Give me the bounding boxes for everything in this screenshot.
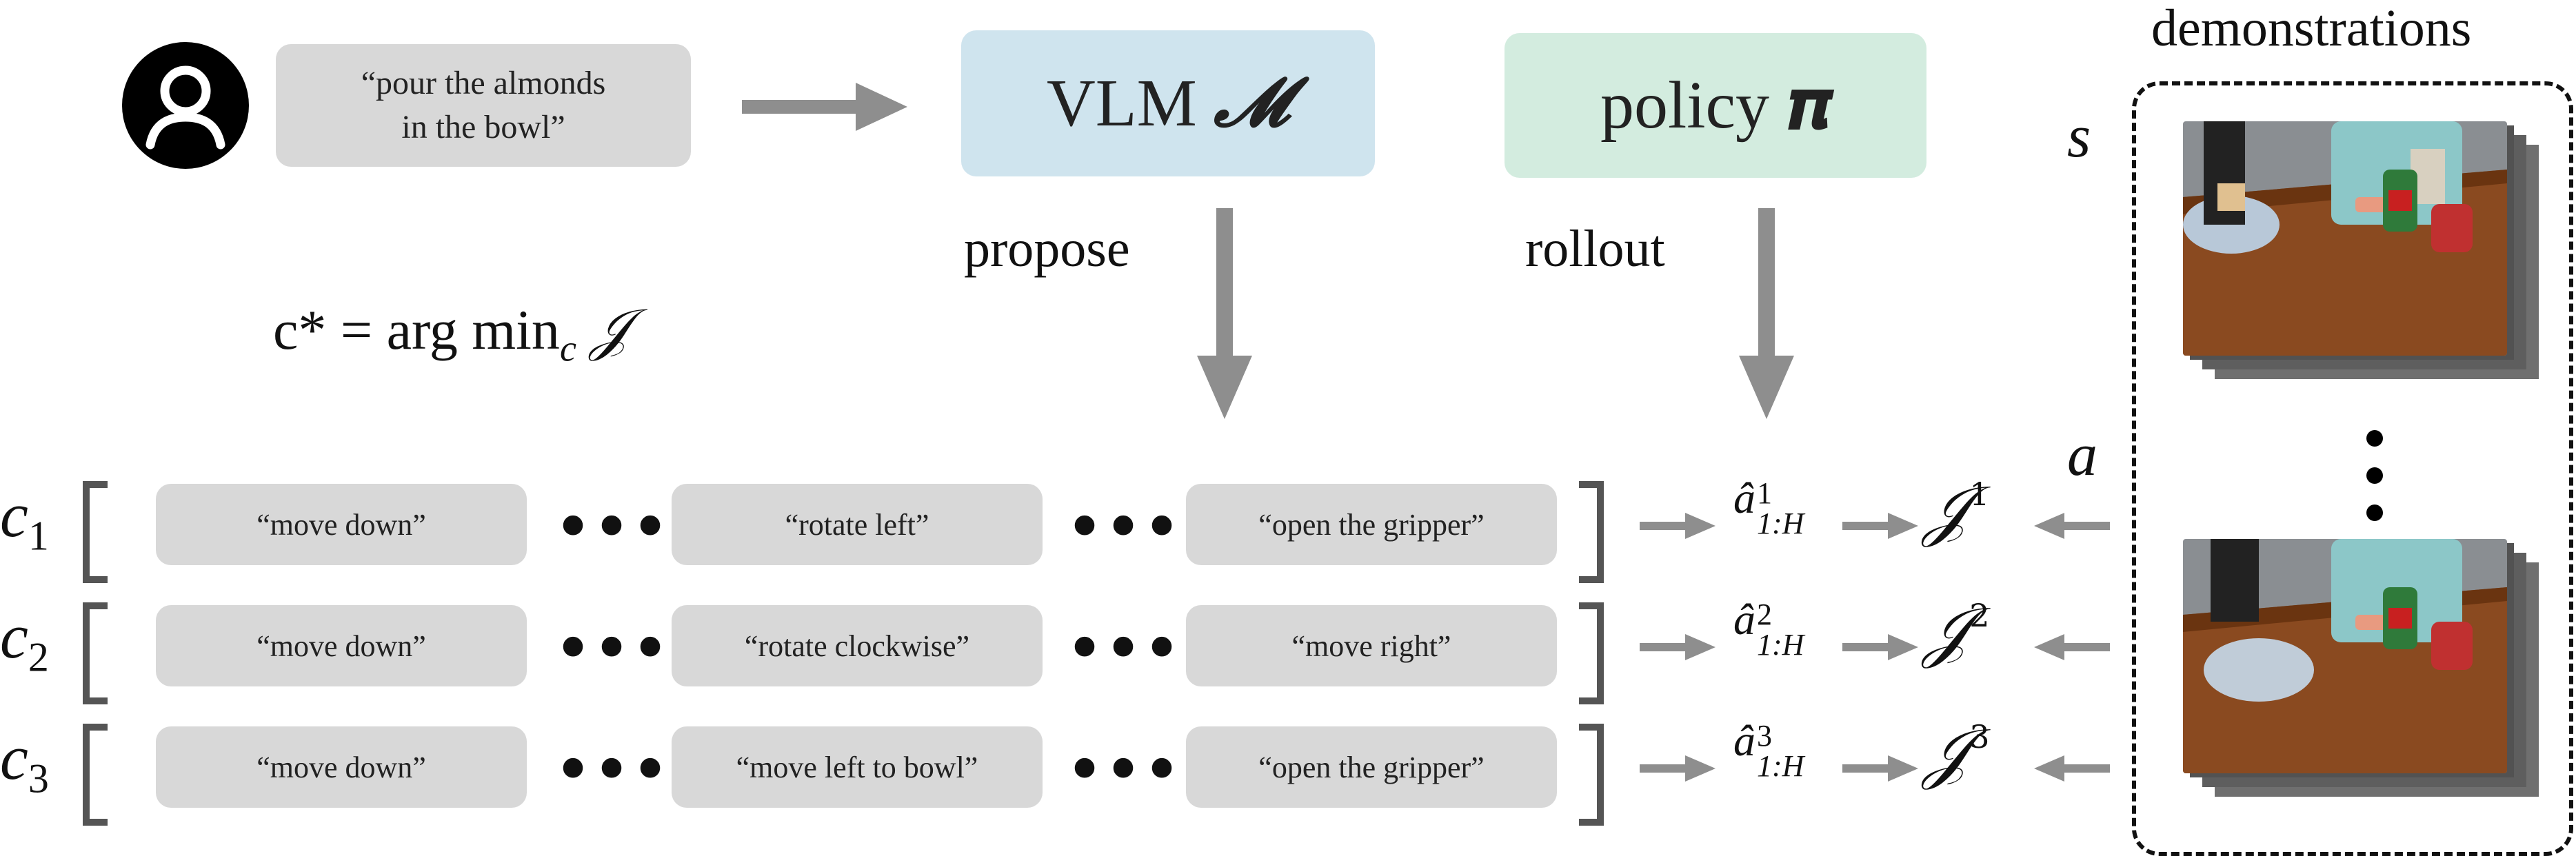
vlm-symbol: 𝓜 (1214, 65, 1290, 141)
candidate-letter: c (0, 480, 28, 550)
right-bracket (1579, 602, 1604, 704)
objective-formula: c* = arg minc 𝒥 (273, 298, 630, 369)
action-label: a (2067, 422, 2097, 489)
ahat-sub: 1:H (1757, 628, 1804, 662)
command-pill: “move down” (156, 726, 527, 808)
command-pill: “move down” (156, 605, 527, 686)
ahat-letter: â (1733, 716, 1755, 765)
policy-label: policy (1600, 68, 1769, 143)
rollout-result-arrow (1640, 755, 1715, 782)
ahat-sup: 1 (1757, 476, 1772, 510)
candidate-label: c1 (0, 478, 49, 560)
cost-letter: 𝒥 (1924, 714, 1970, 791)
vertical-ellipsis-icon (2366, 430, 2383, 521)
state-label: s (2067, 103, 2091, 170)
left-bracket (83, 481, 108, 583)
objective-sub: c (559, 327, 576, 369)
vlm-label: VLM (1046, 66, 1197, 141)
cost-symbol: 𝒥3 (1924, 714, 1990, 793)
command-pill: “rotate left” (672, 484, 1043, 565)
demo-arrow (2034, 513, 2110, 539)
cost-symbol: 𝒥1 (1924, 471, 1990, 550)
candidate-label: c3 (0, 721, 49, 802)
ellipsis-dots: ••• (1070, 600, 1187, 692)
candidate-label: c2 (0, 600, 49, 681)
command-pill: “open the gripper” (1186, 484, 1557, 565)
command-text: “move down” (256, 629, 426, 663)
command-pill: “move down” (156, 484, 527, 565)
cost-index: 2 (1969, 597, 1990, 634)
demonstrations-box (2132, 81, 2573, 856)
left-bracket (83, 602, 108, 704)
rollout-arrow (1739, 208, 1794, 419)
demo-image-state (2183, 121, 2507, 356)
ahat-letter: â (1733, 473, 1755, 522)
cost-letter: 𝒥 (1924, 471, 1970, 549)
command-text: “open the gripper” (1258, 750, 1485, 784)
command-pill: “rotate clockwise” (672, 605, 1043, 686)
command-text: “move right” (1291, 629, 1451, 663)
candidate-letter: c (0, 722, 28, 793)
command-pill: “move right” (1186, 605, 1557, 686)
ahat-sub: 1:H (1757, 749, 1804, 783)
propose-arrow (1197, 208, 1252, 419)
vlm-box: VLM 𝓜 (961, 30, 1375, 176)
cost-arrow (1842, 513, 1918, 539)
command-text: “move down” (256, 507, 426, 542)
ahat-sup: 3 (1757, 719, 1772, 753)
propose-label: propose (964, 220, 1130, 278)
command-pill: “open the gripper” (1186, 726, 1557, 808)
cost-letter: 𝒥 (1924, 593, 1970, 670)
candidate-letter: c (0, 601, 28, 671)
cost-arrow (1842, 755, 1918, 782)
ahat-sub: 1:H (1757, 507, 1804, 540)
demo-arrow (2034, 634, 2110, 660)
instruction-box: “pour the almonds in the bowl” (276, 44, 691, 167)
cost-index: 1 (1969, 476, 1990, 513)
candidate-index: 1 (28, 513, 49, 559)
ellipsis-dots: ••• (559, 722, 675, 813)
objective-rhs: 𝒥 (590, 298, 630, 361)
cost-symbol: 𝒥2 (1924, 593, 1990, 671)
ellipsis-dots: ••• (1070, 479, 1187, 571)
command-text: “move down” (256, 750, 426, 784)
ellipsis-dots: ••• (559, 600, 675, 692)
instruction-line-1: “pour the almonds (361, 65, 606, 101)
candidate-index: 3 (28, 755, 49, 802)
ellipsis-dots: ••• (559, 479, 675, 571)
rollout-result-arrow (1640, 513, 1715, 539)
instruction-line-2: in the bowl” (401, 109, 565, 145)
ellipsis-dots: ••• (1070, 722, 1187, 813)
rollout-label: rollout (1525, 220, 1665, 278)
candidate-index: 2 (28, 634, 49, 680)
policy-symbol: 𝝅 (1786, 68, 1831, 143)
command-pill: “move left to bowl” (672, 726, 1043, 808)
left-bracket (83, 724, 108, 826)
command-text: “rotate left” (785, 507, 929, 542)
right-bracket (1579, 481, 1604, 583)
command-text: “open the gripper” (1258, 507, 1485, 542)
demo-image-final (2183, 539, 2507, 773)
objective-lhs: c* = arg min (273, 298, 560, 361)
policy-box: policy 𝝅 (1505, 33, 1926, 178)
demo-arrow (2034, 755, 2110, 782)
cost-arrow (1842, 634, 1918, 660)
rollout-result-arrow (1640, 634, 1715, 660)
ahat-letter: â (1733, 595, 1755, 644)
right-bracket (1579, 724, 1604, 826)
instruction-arrow (742, 83, 907, 131)
command-text: “move left to bowl” (736, 750, 978, 784)
ahat-sup: 2 (1757, 598, 1772, 631)
user-icon (122, 42, 249, 169)
cost-index: 3 (1969, 718, 1990, 755)
command-text: “rotate clockwise” (744, 629, 970, 663)
demonstrations-title: demonstrations (2151, 0, 2472, 57)
